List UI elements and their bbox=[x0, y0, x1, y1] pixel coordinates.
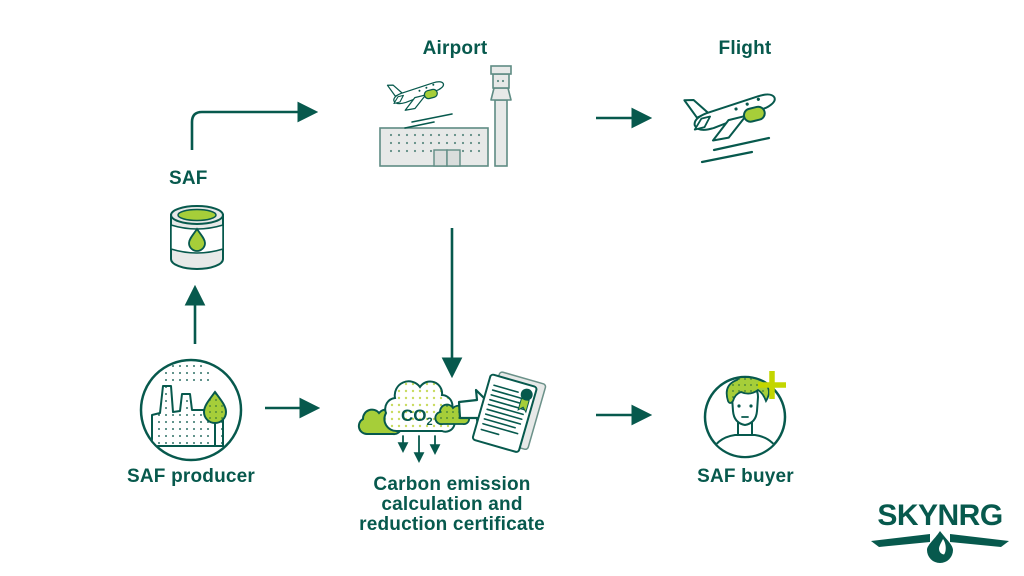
carbon-certificate-label: Carbon emission calculation and reductio… bbox=[347, 475, 557, 535]
saf-buyer-label: SAF buyer bbox=[697, 466, 794, 487]
skynrg-logo: SKYNRG bbox=[866, 501, 1014, 565]
flight-label: Flight bbox=[718, 38, 772, 59]
carbon-certificate-icon: CO2 bbox=[357, 371, 547, 463]
tree-icon bbox=[202, 390, 228, 424]
fuel-surface bbox=[177, 208, 217, 222]
saf-producer-icon bbox=[139, 358, 243, 462]
skynrg-wordmark: SKYNRG bbox=[877, 499, 1003, 532]
saf-producer-label: SAF producer bbox=[126, 466, 256, 487]
skynrg-logo-wings-icon bbox=[871, 531, 1009, 563]
certificate-icon bbox=[471, 371, 547, 453]
smoke-dots bbox=[170, 361, 206, 369]
airport-icon bbox=[379, 65, 512, 167]
plus-icon bbox=[758, 371, 786, 399]
co2-text: CO2 bbox=[401, 406, 433, 428]
saf-buyer-icon bbox=[703, 371, 787, 459]
airport-label: Airport bbox=[422, 38, 488, 59]
saf-label: SAF bbox=[169, 168, 208, 189]
carbon-certificate-label-line2: calculation and bbox=[381, 494, 523, 515]
control-tower bbox=[490, 65, 512, 167]
flight-icon bbox=[683, 77, 783, 164]
seal bbox=[520, 388, 533, 401]
saf-barrel-icon bbox=[170, 205, 224, 270]
carbon-certificate-label-line1: Carbon emission bbox=[373, 474, 531, 495]
hair bbox=[725, 378, 770, 404]
arrow-saf-to-airport bbox=[190, 101, 319, 150]
carbon-certificate-label-line3: reduction certificate bbox=[359, 514, 545, 535]
departing-plane-icon bbox=[386, 71, 453, 129]
fuel-droplet-icon bbox=[188, 227, 206, 252]
